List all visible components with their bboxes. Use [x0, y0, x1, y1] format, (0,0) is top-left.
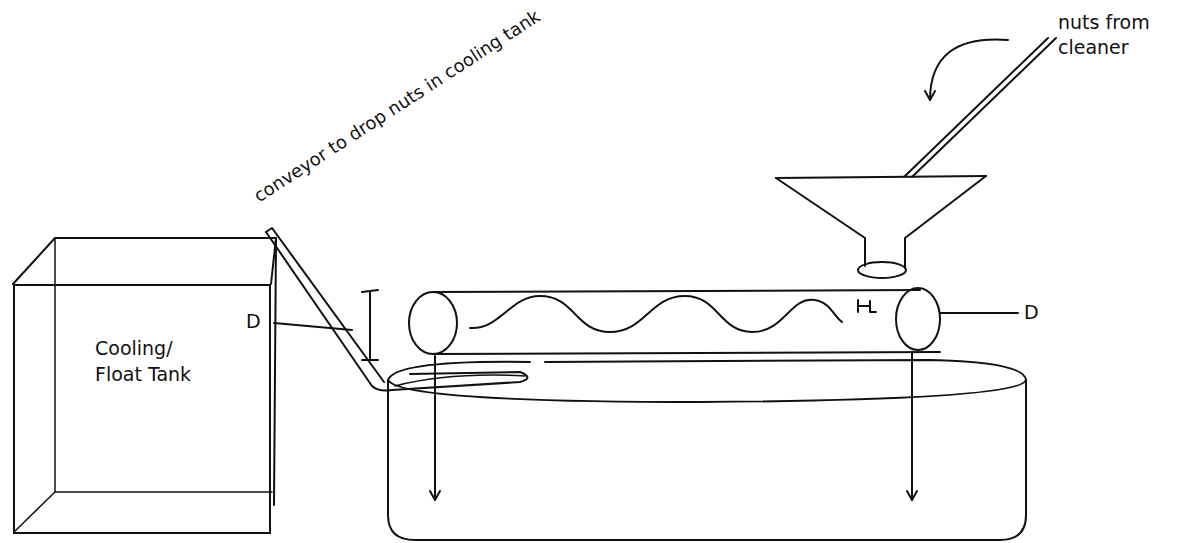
conveyor-note: conveyor to drop nuts in cooling tank — [249, 4, 544, 207]
drop-arrow — [911, 352, 913, 500]
tank-label: Cooling/ Float Tank — [95, 336, 195, 387]
funnel — [776, 38, 1056, 278]
tank-box: Cooling/ Float Tank — [13, 284, 271, 534]
dimension-label: D — [1024, 300, 1046, 325]
dimension-label: D — [246, 309, 268, 334]
drum — [409, 288, 940, 354]
conveyor — [266, 228, 528, 391]
tank-outline — [13, 238, 276, 532]
feed-note: nuts from cleaner — [1058, 10, 1178, 59]
leader-line — [940, 312, 1018, 314]
tray — [388, 352, 1026, 540]
dimension-line — [274, 290, 378, 360]
drop-arrow — [434, 356, 436, 500]
feed-arrow — [930, 40, 1008, 101]
